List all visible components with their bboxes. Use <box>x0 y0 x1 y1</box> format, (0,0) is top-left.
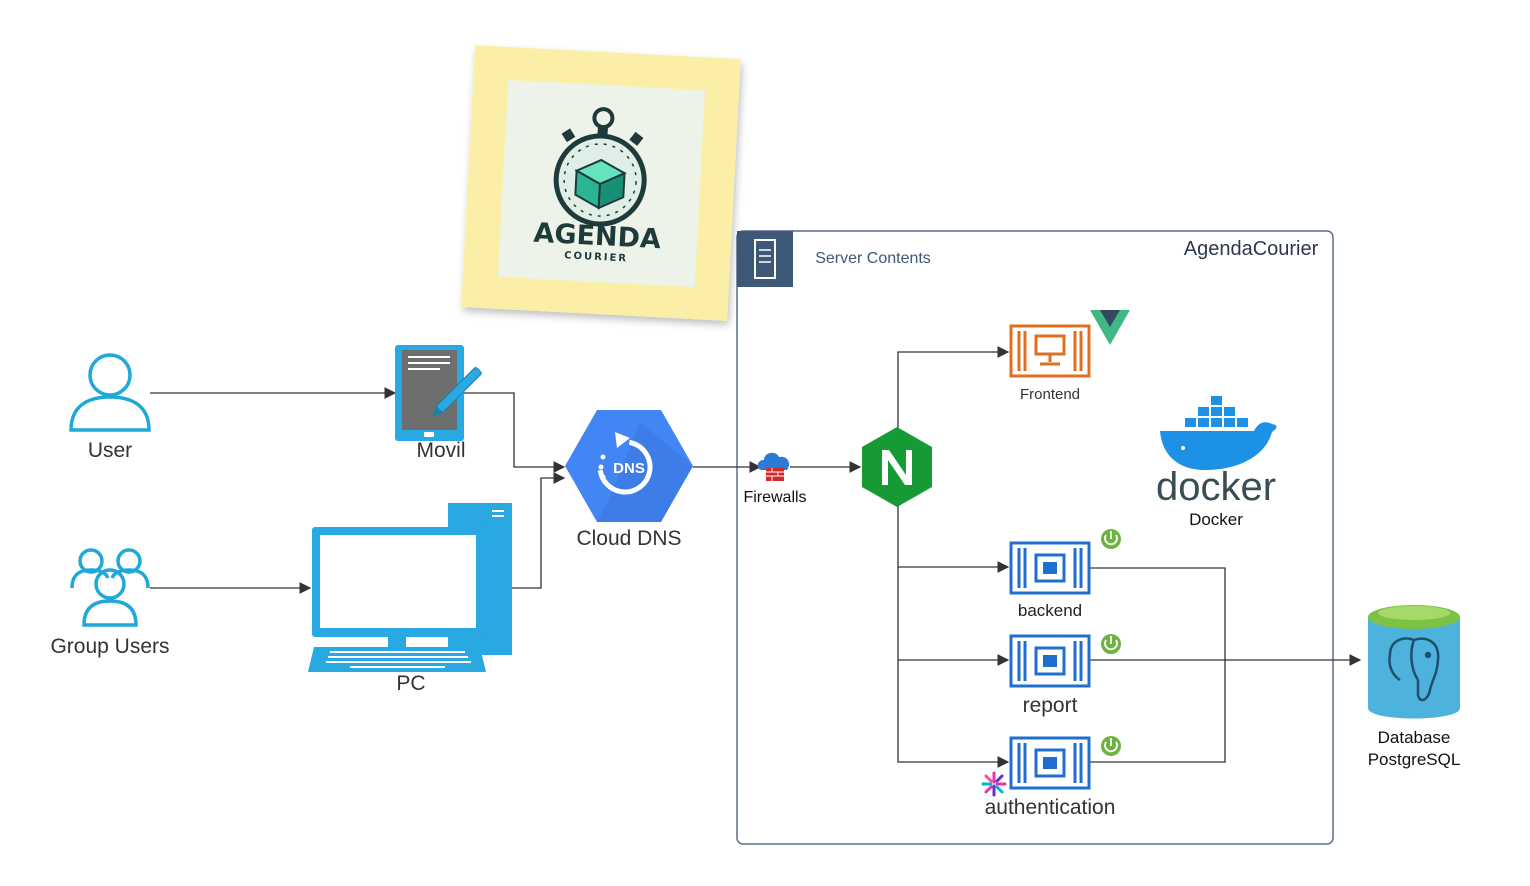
server-icon <box>737 231 793 287</box>
edge-nginx-report <box>897 567 1010 666</box>
logo-sticky-note: AGENDA COURIER <box>461 45 741 321</box>
logo-word: AGENDA <box>533 218 662 256</box>
report-chip-icon <box>1009 634 1091 688</box>
pc-label: PC <box>396 672 426 695</box>
user-label: User <box>87 439 133 462</box>
database-label-line1: Database <box>1377 728 1451 747</box>
nginx-icon <box>862 427 932 507</box>
docker-wordmark: docker <box>1156 465 1276 509</box>
stopwatch-icon <box>553 107 647 227</box>
tablet-pen-icon <box>395 345 482 441</box>
user-icon <box>69 353 151 432</box>
group-users-icon <box>70 548 150 627</box>
movil-label: Movil <box>416 439 466 462</box>
edge-nginx-backend <box>897 506 1010 573</box>
edge-auth-db <box>1090 660 1226 763</box>
dns-icon-text: DNS <box>613 460 645 477</box>
report-label: report <box>1022 694 1078 717</box>
edge-pc-dns <box>512 472 566 589</box>
spring-boot-icon <box>1101 634 1121 654</box>
spring-boot-icon <box>1101 736 1121 756</box>
group-users-label: Group Users <box>50 635 170 658</box>
edge-nginx-frontend <box>897 346 1010 428</box>
backend-chip-icon <box>1009 541 1091 595</box>
edge-movil-dns <box>462 392 566 473</box>
postgres-database-icon <box>1368 605 1460 719</box>
cloud-dns-label: Cloud DNS <box>576 527 682 550</box>
auth-provider-icon <box>981 771 1007 797</box>
logo-sub: COURIER <box>564 250 628 264</box>
connectors <box>150 346 1362 768</box>
edge-backend-db <box>1090 567 1226 660</box>
docker-label: Docker <box>1189 510 1243 529</box>
server-group-name: AgendaCourier <box>1183 238 1319 260</box>
desktop-computer-icon <box>308 503 512 672</box>
edge-nginx-auth <box>897 660 1010 768</box>
vue-logo-icon <box>1090 310 1130 345</box>
firewall-icon <box>757 452 790 481</box>
frontend-icon <box>1009 324 1091 378</box>
authentication-label: authentication <box>984 796 1116 819</box>
firewalls-label: Firewalls <box>743 489 807 506</box>
authentication-chip-icon <box>1009 736 1091 790</box>
spring-boot-icon <box>1101 529 1121 549</box>
server-contents-title: Server Contents <box>815 250 931 267</box>
frontend-label: Frontend <box>1019 386 1081 403</box>
backend-label: backend <box>1017 601 1083 620</box>
cloud-dns-icon: DNS <box>565 410 693 522</box>
docker-whale-icon: docker <box>1156 396 1277 509</box>
server-contents-group <box>736 230 1334 845</box>
database-label-line2: PostgreSQL <box>1367 750 1461 769</box>
